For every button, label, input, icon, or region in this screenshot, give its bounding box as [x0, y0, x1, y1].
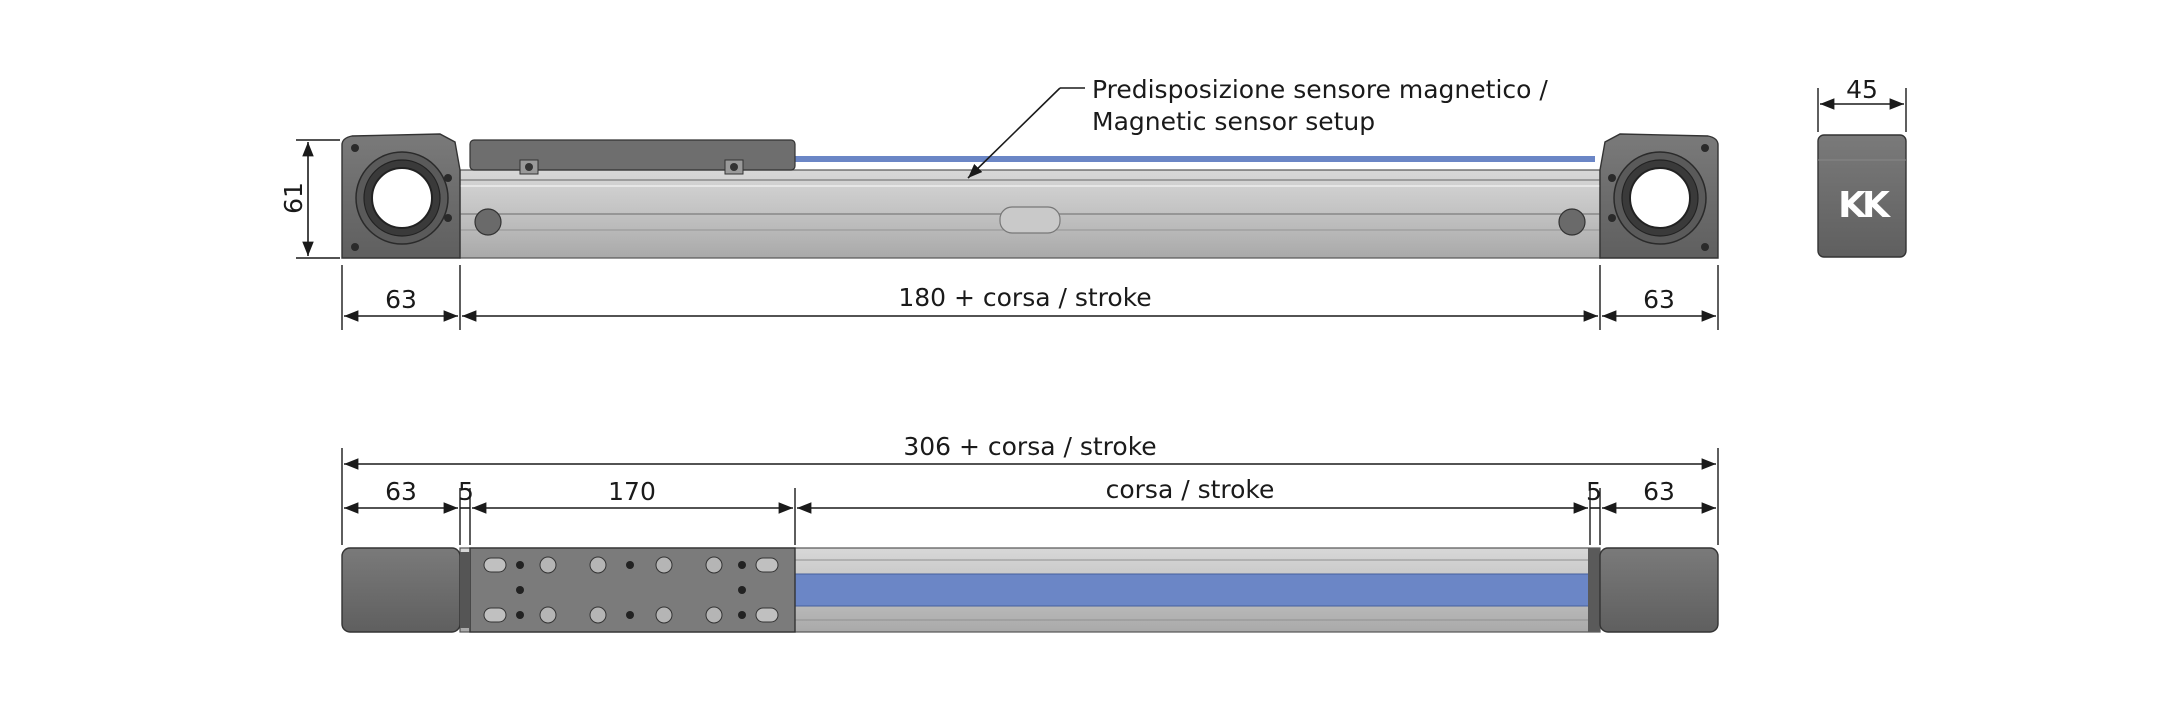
top-right-knob: [1558, 208, 1586, 236]
bottom-left-gap-label: 5: [458, 477, 474, 506]
sensor-label-line2: Magnetic sensor setup: [1092, 107, 1375, 136]
top-belt: [795, 156, 1595, 162]
bottom-right-housing: [1599, 547, 1719, 633]
bottom-left-dim-label: 63: [385, 477, 417, 506]
side-housing: [1817, 134, 1907, 258]
bottom-carriage: [469, 547, 796, 633]
top-right-housing: [1599, 133, 1719, 259]
top-right-dim-label: 63: [1643, 285, 1675, 314]
side-width-dim-label: 45: [1846, 75, 1878, 104]
top-left-housing: [341, 133, 461, 259]
bottom-view: 306 + corsa / stroke 63 5 170 corsa / st…: [341, 432, 1719, 633]
bottom-right-gap-label: 5: [1586, 477, 1602, 506]
top-middle-dim-label: 180 + corsa / stroke: [898, 283, 1151, 312]
bottom-stroke-dim-label: corsa / stroke: [1106, 475, 1275, 504]
bottom-carriage-dim-label: 170: [608, 477, 656, 506]
side-logo: KK: [1838, 185, 1891, 226]
top-profile-slot: [999, 206, 1061, 234]
bottom-total-dim-label: 306 + corsa / stroke: [903, 432, 1156, 461]
sensor-label-line1: Predisposizione sensore magnetico /: [1092, 75, 1548, 104]
top-view: Predisposizione sensore magnetico / Magn…: [279, 75, 1719, 330]
side-view: KK 45: [1817, 75, 1907, 258]
bottom-left-housing: [341, 547, 461, 633]
height-dim-label: 61: [279, 182, 308, 214]
bottom-right-dim-label: 63: [1643, 477, 1675, 506]
top-left-knob: [474, 208, 502, 236]
top-left-dim-label: 63: [385, 285, 417, 314]
top-carriage: [469, 139, 796, 171]
